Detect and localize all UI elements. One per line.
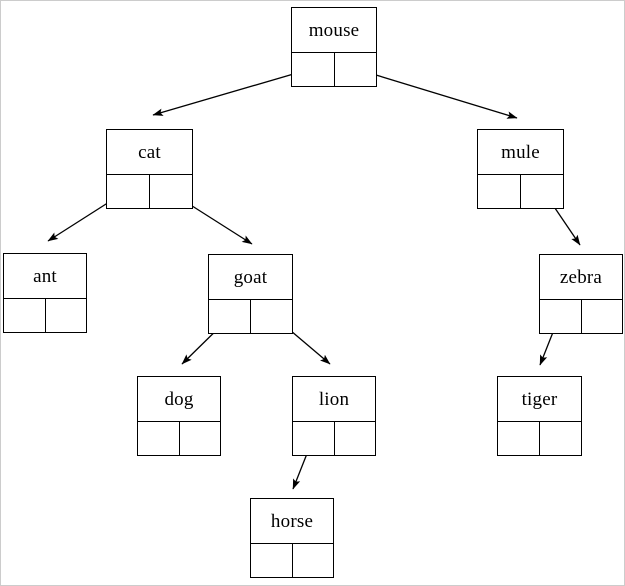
tree-node-goat[interactable]: goat: [208, 254, 293, 334]
right-pointer-cell-tiger[interactable]: [540, 422, 581, 455]
node-pointers-tiger: [498, 422, 581, 455]
tree-node-dog[interactable]: dog: [137, 376, 221, 456]
node-label-mule: mule: [478, 130, 563, 175]
right-pointer-cell-goat[interactable]: [251, 300, 292, 333]
node-label-goat: goat: [209, 255, 292, 300]
right-pointer-cell-mouse[interactable]: [335, 53, 377, 86]
tree-node-zebra[interactable]: zebra: [539, 254, 623, 334]
right-pointer-cell-lion[interactable]: [335, 422, 376, 455]
tree-node-tiger[interactable]: tiger: [497, 376, 582, 456]
tree-node-mouse[interactable]: mouse: [291, 7, 377, 87]
left-pointer-cell-mouse[interactable]: [292, 53, 335, 86]
right-pointer-cell-ant[interactable]: [46, 299, 87, 332]
left-pointer-cell-lion[interactable]: [293, 422, 335, 455]
node-pointers-zebra: [540, 300, 622, 333]
right-pointer-cell-zebra[interactable]: [582, 300, 623, 333]
tree-edge-mouse-cat: [152, 67, 315, 116]
node-label-dog: dog: [138, 377, 220, 422]
node-label-lion: lion: [293, 377, 375, 422]
left-pointer-cell-zebra[interactable]: [540, 300, 582, 333]
tree-edge-mouse-mule: [352, 67, 518, 119]
left-pointer-cell-cat[interactable]: [107, 175, 150, 208]
tree-node-cat[interactable]: cat: [106, 129, 193, 209]
tree-node-mule[interactable]: mule: [477, 129, 564, 209]
right-pointer-cell-cat[interactable]: [150, 175, 192, 208]
node-label-tiger: tiger: [498, 377, 581, 422]
node-label-mouse: mouse: [292, 8, 376, 53]
node-label-horse: horse: [251, 499, 333, 544]
left-pointer-cell-goat[interactable]: [209, 300, 251, 333]
node-label-cat: cat: [107, 130, 192, 175]
node-label-zebra: zebra: [540, 255, 622, 300]
node-pointers-horse: [251, 544, 333, 577]
right-pointer-cell-mule[interactable]: [521, 175, 563, 208]
node-pointers-goat: [209, 300, 292, 333]
left-pointer-cell-tiger[interactable]: [498, 422, 540, 455]
node-label-ant: ant: [4, 254, 86, 299]
tree-node-horse[interactable]: horse: [250, 498, 334, 578]
left-pointer-cell-dog[interactable]: [138, 422, 180, 455]
tree-node-lion[interactable]: lion: [292, 376, 376, 456]
tree-node-ant[interactable]: ant: [3, 253, 87, 333]
right-pointer-cell-dog[interactable]: [180, 422, 221, 455]
left-pointer-cell-ant[interactable]: [4, 299, 46, 332]
node-pointers-ant: [4, 299, 86, 332]
node-pointers-mule: [478, 175, 563, 208]
right-pointer-cell-horse[interactable]: [293, 544, 334, 577]
left-pointer-cell-horse[interactable]: [251, 544, 293, 577]
node-pointers-lion: [293, 422, 375, 455]
node-pointers-dog: [138, 422, 220, 455]
node-pointers-mouse: [292, 53, 376, 86]
node-pointers-cat: [107, 175, 192, 208]
left-pointer-cell-mule[interactable]: [478, 175, 521, 208]
